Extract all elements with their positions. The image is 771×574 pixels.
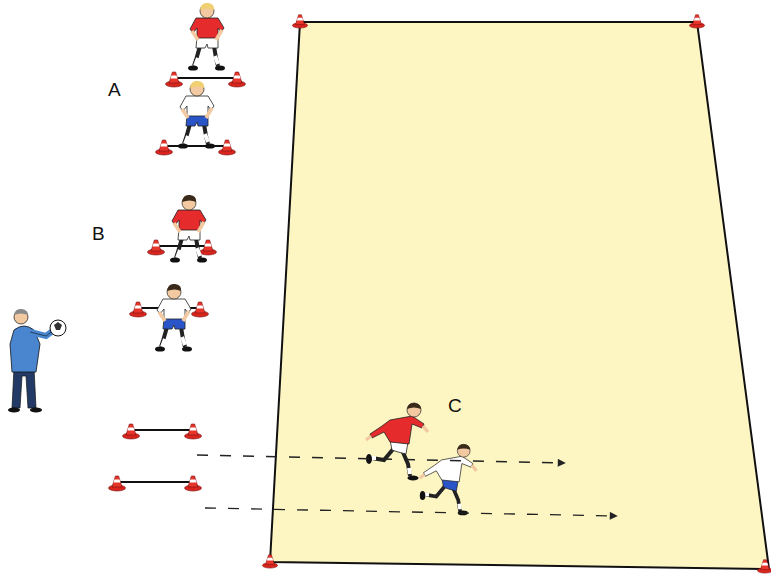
- players: [155, 3, 477, 515]
- hurdles: [109, 72, 246, 491]
- hurdles-part: [200, 240, 217, 255]
- players-part: [178, 81, 215, 149]
- coach-part: [54, 322, 62, 330]
- coach-part: [14, 309, 28, 315]
- run-arrows: [197, 455, 617, 516]
- drill-label: C: [448, 396, 462, 415]
- players-part: [188, 3, 225, 71]
- pitch-area: [270, 22, 769, 569]
- hurdles-part: [130, 302, 147, 317]
- coach-part: [12, 368, 36, 408]
- players-part: [155, 284, 192, 352]
- hurdles-part: [174, 77, 236, 79]
- hurdles-part: [156, 245, 208, 247]
- hurdles-part: [156, 140, 173, 155]
- drill-label: A: [108, 80, 121, 99]
- players-part: [170, 195, 207, 263]
- corner-cones-part: [689, 15, 704, 28]
- coach-part: [8, 408, 20, 413]
- hurdles-part: [166, 72, 183, 87]
- coach: [8, 309, 66, 413]
- corner-cones-part: [757, 560, 771, 573]
- corner-cones-part: [292, 15, 307, 28]
- drill-label: B: [92, 224, 105, 243]
- coach-part: [30, 408, 42, 413]
- hurdles-part: [109, 476, 126, 491]
- players-part: [420, 444, 477, 515]
- run-arrows-part: [197, 455, 565, 463]
- run-arrows-part: [205, 508, 617, 516]
- hurdles-part: [131, 429, 193, 431]
- players-part: [366, 403, 428, 481]
- hurdles-part: [185, 424, 202, 439]
- hurdles-part: [148, 240, 165, 255]
- hurdles-part: [192, 302, 209, 317]
- hurdles-part: [123, 424, 140, 439]
- corner-cones-part: [262, 555, 277, 568]
- hurdles-part: [117, 481, 193, 483]
- hurdles-part: [219, 140, 236, 155]
- coach-part: [50, 320, 66, 336]
- hurdles-part: [164, 145, 226, 147]
- corner-cones: [262, 15, 771, 573]
- hurdles-part: [229, 72, 246, 87]
- hurdles-part: [185, 476, 202, 491]
